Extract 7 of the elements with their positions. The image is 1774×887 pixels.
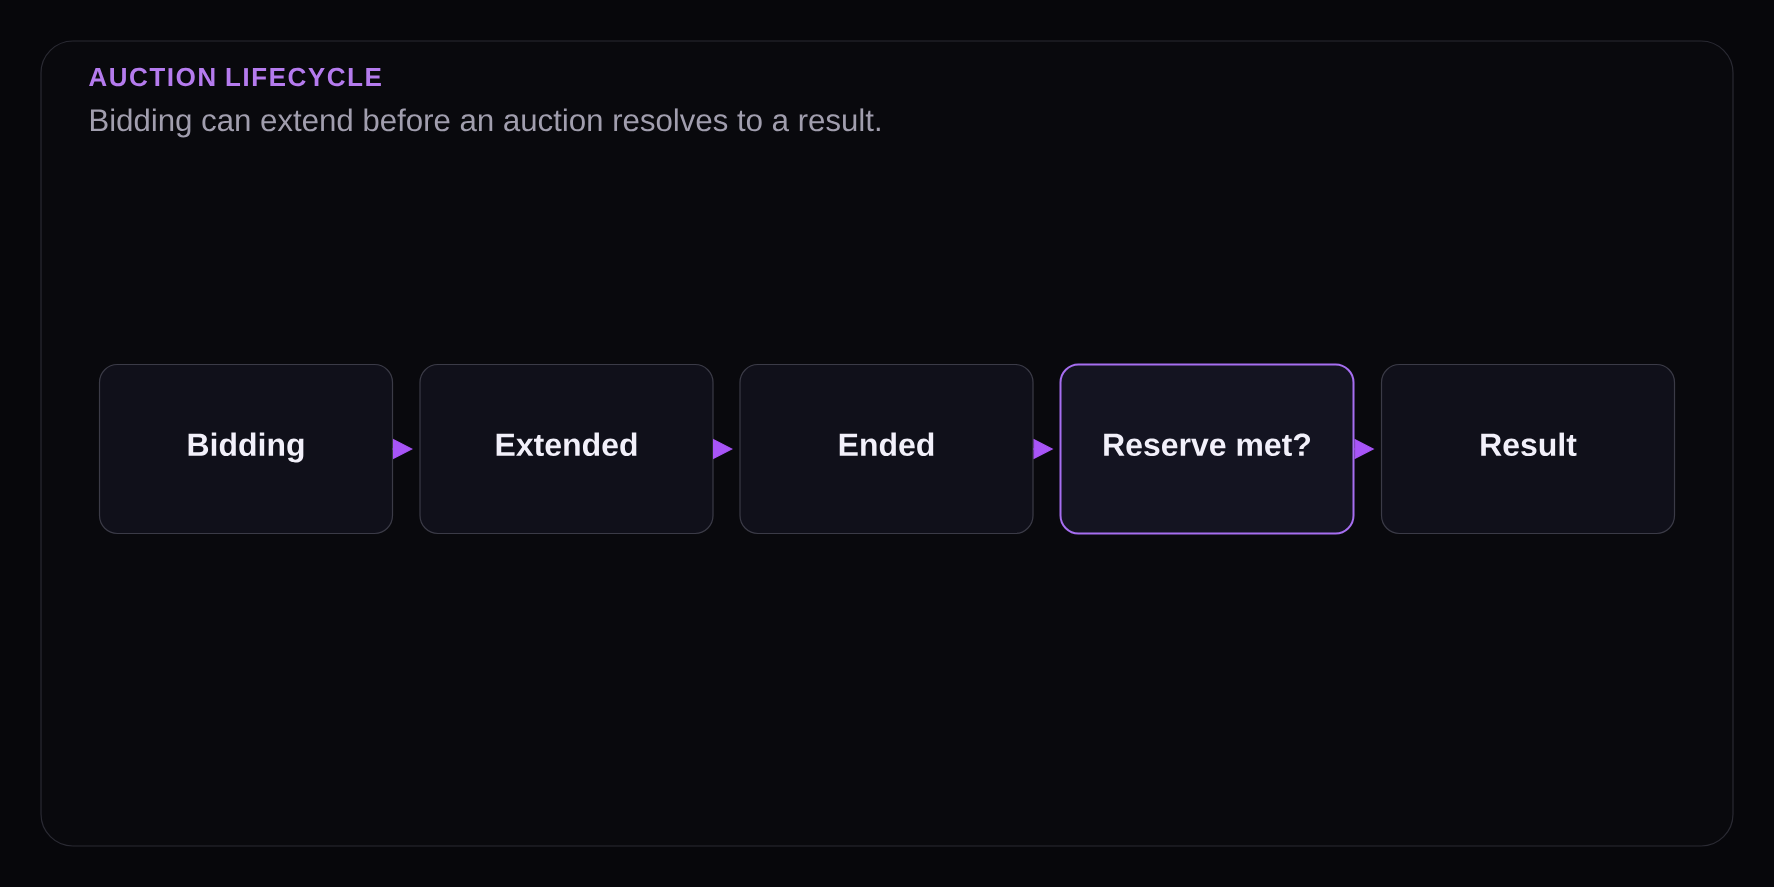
- process-box: Reserve met?: [1059, 363, 1355, 535]
- process-box: Bidding: [98, 363, 394, 535]
- heading: AUCTION LIFECYCLE: [89, 67, 381, 87]
- subtitle: Bidding can extend before an auction resolves to a result.: [91, 108, 880, 138]
- process-box: Extended: [419, 363, 714, 535]
- process-box: Ended: [739, 363, 1034, 535]
- process-box: Result: [1380, 363, 1676, 535]
